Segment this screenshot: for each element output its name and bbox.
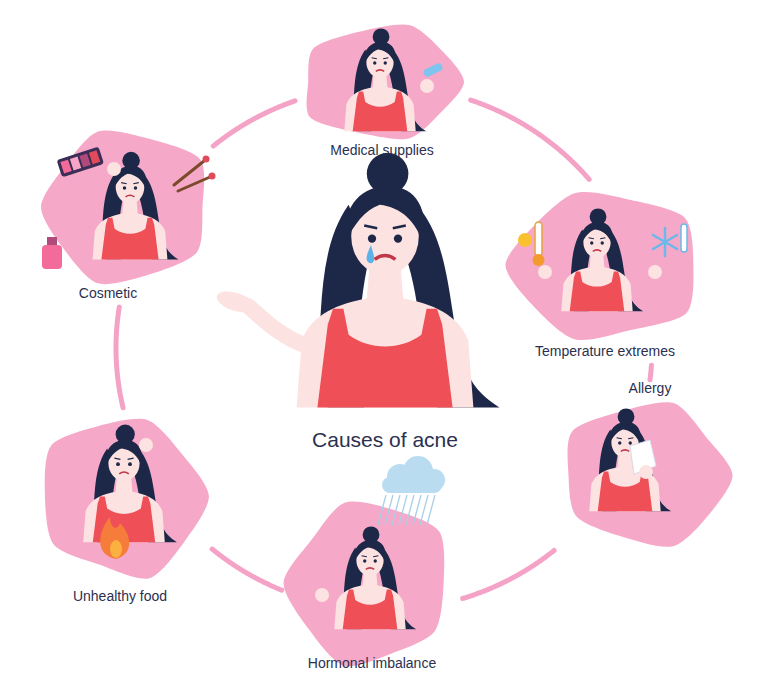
woman-figure xyxy=(334,526,416,629)
hand xyxy=(639,465,653,479)
cause-label: Medical supplies xyxy=(330,142,434,159)
bubble-shape xyxy=(307,24,464,139)
palette-color xyxy=(70,157,81,171)
rain-drop xyxy=(399,495,407,525)
cause-bubble: Unhealthy food xyxy=(32,408,212,613)
diagram-title: Causes of acne xyxy=(312,427,458,452)
bubble-shape xyxy=(505,192,693,340)
cause-label: Unhealthy food xyxy=(73,588,167,605)
cause-bubble: Allergy xyxy=(550,380,735,550)
woman-figure xyxy=(589,408,671,511)
hand xyxy=(648,265,662,279)
woman-figure xyxy=(93,152,179,260)
bubble-illustration xyxy=(344,28,443,131)
cause-bubble: Hormonal imbalance xyxy=(282,455,462,680)
bubble-art xyxy=(550,380,735,550)
bubble-shape xyxy=(284,502,445,667)
brush xyxy=(174,161,210,191)
perfume-cap xyxy=(47,237,57,245)
cause-bubble: Cosmetic xyxy=(28,125,213,307)
bubble-shape xyxy=(45,419,209,579)
cause-bubble: Temperature extremes xyxy=(505,180,705,365)
ring-connector xyxy=(116,307,123,408)
palette-color xyxy=(89,150,100,164)
ring-connector xyxy=(650,365,651,380)
rain-drop xyxy=(378,495,386,525)
hand xyxy=(139,438,153,452)
cause-label: Allergy xyxy=(629,380,672,397)
cloud xyxy=(423,469,445,491)
bubble-illustration xyxy=(518,208,687,311)
flame xyxy=(110,540,122,558)
bubble-illustration xyxy=(83,425,177,559)
cause-bubble: Medical supplies xyxy=(295,22,470,164)
bubble-shape xyxy=(568,402,733,547)
bubble-art xyxy=(28,125,213,307)
rain xyxy=(378,495,435,525)
pill xyxy=(422,62,444,78)
brush-tip xyxy=(209,173,216,180)
palette xyxy=(57,147,104,178)
cause-label: Cosmetic xyxy=(79,285,137,302)
hand xyxy=(420,79,434,93)
tear xyxy=(367,245,375,263)
woman-figure xyxy=(561,208,643,311)
brush-tip xyxy=(203,156,210,163)
thermometer xyxy=(681,224,687,252)
rain-drop xyxy=(413,495,421,525)
bubble-illustration xyxy=(315,456,445,629)
ring-connector xyxy=(212,549,282,590)
palette-case xyxy=(57,147,104,178)
woman-figure xyxy=(344,28,426,131)
hand xyxy=(107,162,121,176)
thermometer-bulb xyxy=(533,254,545,266)
rain-drop xyxy=(392,495,400,525)
bubble-art xyxy=(505,180,705,365)
bubble-shape xyxy=(41,130,204,284)
rain-drop xyxy=(385,495,393,525)
arm xyxy=(248,306,305,345)
palette-color xyxy=(60,160,71,174)
palette-color xyxy=(79,153,90,167)
rain-drop xyxy=(406,495,414,525)
flame xyxy=(100,517,129,559)
hand xyxy=(315,588,329,602)
bubble-art xyxy=(282,455,462,680)
cause-label: Temperature extremes xyxy=(535,343,675,360)
ring-connector xyxy=(471,100,590,179)
rain-drop xyxy=(420,495,428,525)
hand xyxy=(214,287,258,316)
perfume xyxy=(42,245,62,269)
cause-label: Hormonal imbalance xyxy=(308,655,436,672)
bubble-illustration xyxy=(589,408,671,511)
ring-connector xyxy=(213,101,295,146)
bubble-illustration xyxy=(42,147,216,269)
woman-figure xyxy=(297,153,500,408)
bubble-art xyxy=(32,408,212,613)
sun xyxy=(518,233,532,247)
woman-figure xyxy=(83,425,177,543)
snowflake xyxy=(653,228,677,256)
thermometer xyxy=(535,222,542,256)
rain-drop xyxy=(427,495,435,525)
ring-connector xyxy=(463,550,554,598)
hand xyxy=(538,265,552,279)
